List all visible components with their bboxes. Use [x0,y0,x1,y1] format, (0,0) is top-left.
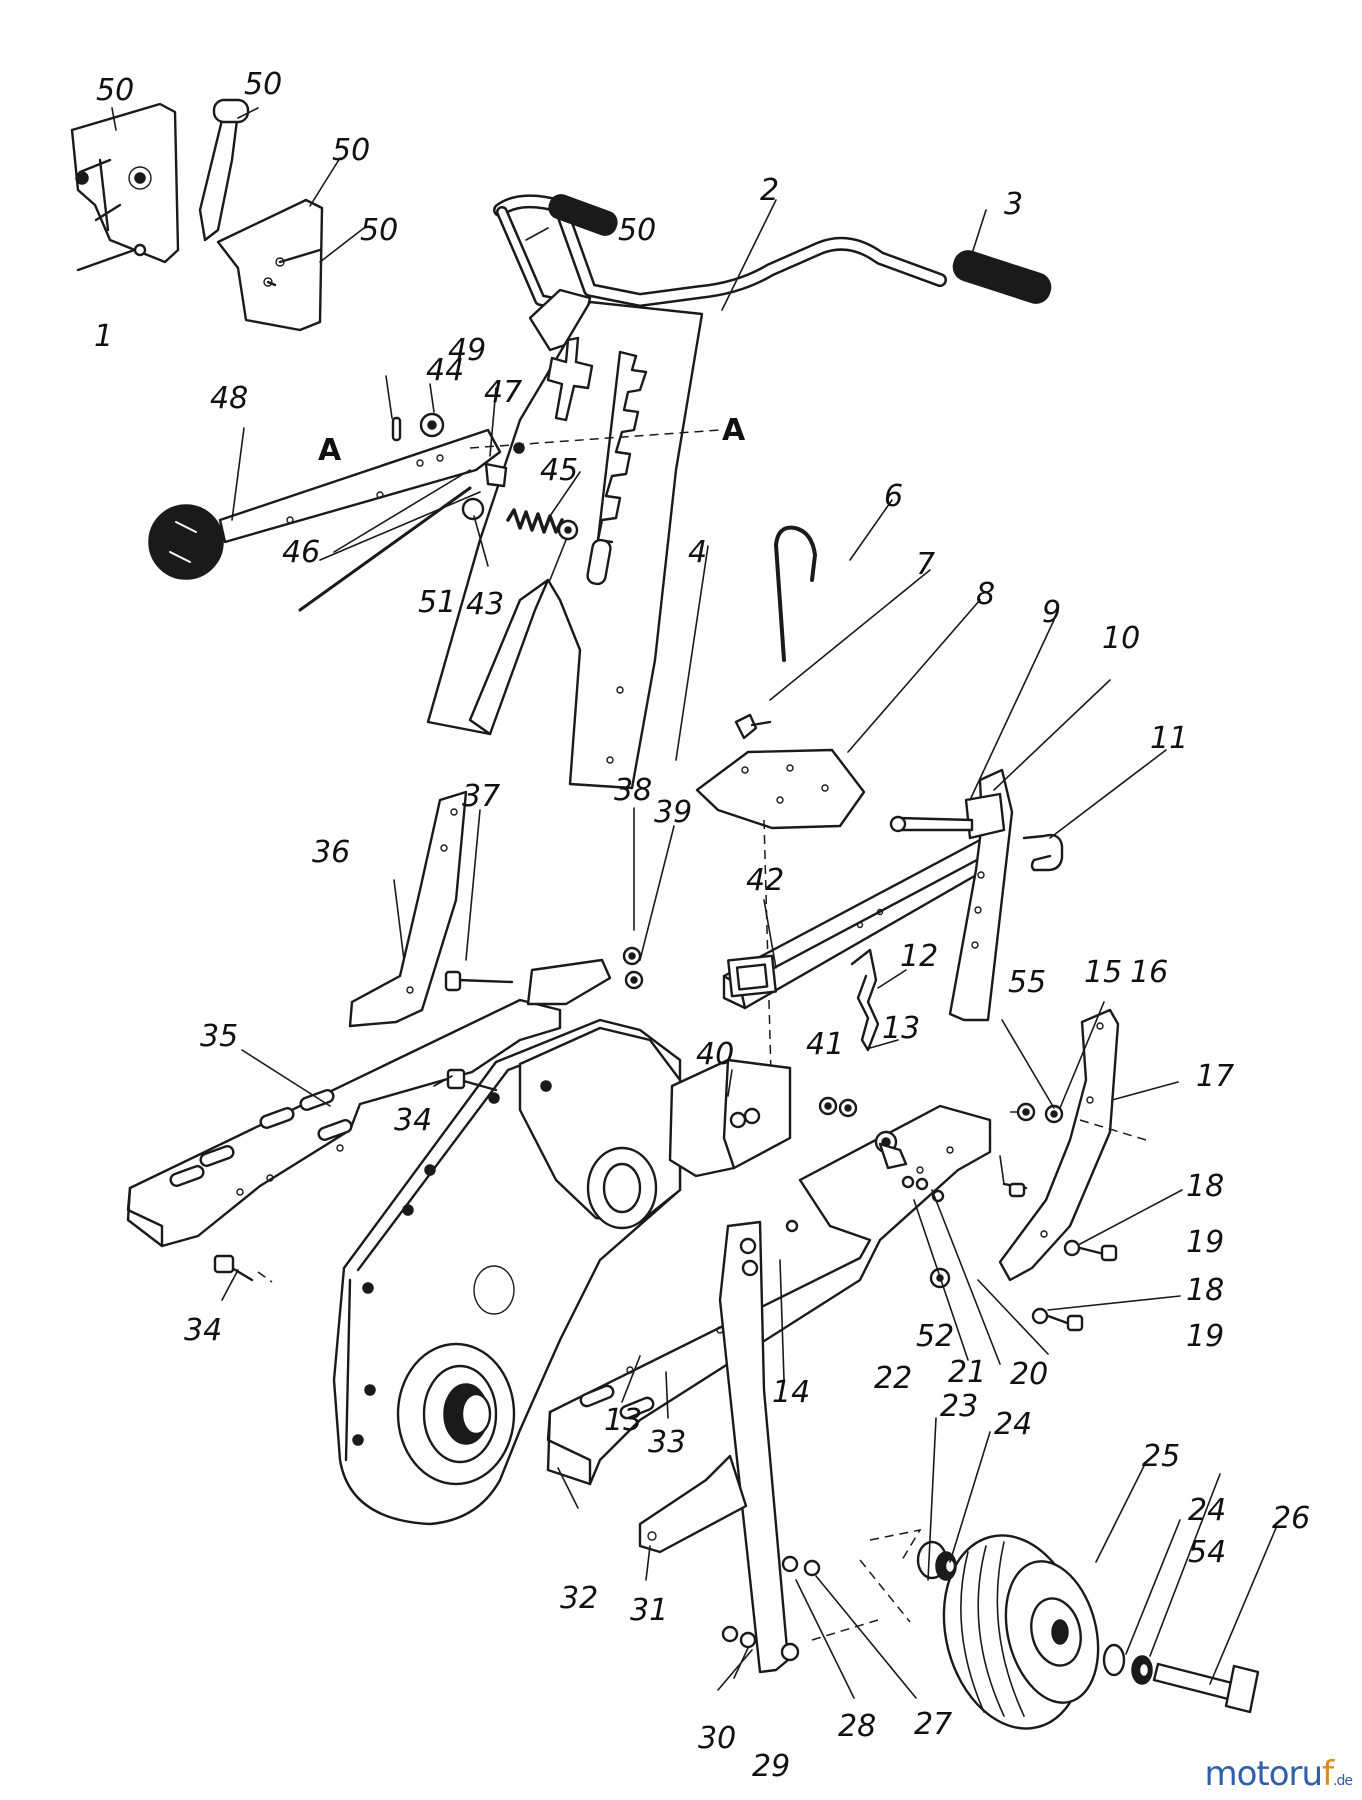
bolt-19-upper [1063,1239,1118,1262]
left-grip [548,194,618,236]
callout-50a: 50 [96,73,134,108]
callout-19a: 19 [1186,1225,1224,1260]
callout-13a: 13 [882,1011,920,1046]
callout-39: 39 [654,795,692,830]
wheel [942,1534,1100,1730]
callout-12: 12 [900,939,938,974]
callout-24b: 24 [1188,1493,1226,1528]
callout-32: 32 [560,1581,598,1616]
right-bracket [998,1008,1120,1282]
callout-17: 17 [1196,1059,1234,1094]
callout-labels: 1 2 3 4 6 7 8 9 10 11 12 13 13 14 15 16 … [94,67,1310,1784]
callout-7: 7 [916,547,935,582]
callout-1: 1 [94,319,113,354]
callout-25: 25 [1142,1439,1180,1474]
watermark-logo: motoruf.de [1204,1754,1353,1794]
leader-lines [111,107,1277,1699]
callout-50c: 50 [332,133,370,168]
callout-54: 54 [1188,1535,1226,1570]
callout-40: 40 [696,1037,734,1072]
callout-52: 52 [916,1319,954,1354]
hair-pin-clip [1022,833,1064,872]
callout-24a: 24 [994,1407,1032,1442]
callout-A-right: A [722,413,746,448]
right-side-plate [546,1104,992,1486]
callout-34b: 34 [184,1313,222,1348]
callout-13b: 13 [604,1403,642,1438]
callout-44: 44 [426,353,464,388]
callout-50d: 50 [360,213,398,248]
callout-20: 20 [1010,1357,1048,1392]
callout-9: 9 [1042,595,1061,630]
callout-41: 41 [806,1027,844,1062]
depth-stake [948,768,1014,1022]
callout-55: 55 [1008,965,1046,1000]
chain-case [332,1018,682,1526]
callout-23: 23 [940,1389,978,1424]
center-bracket [668,1058,792,1178]
callout-18a: 18 [1186,1169,1224,1204]
callout-42: 42 [746,863,784,898]
lever-knob [148,504,224,580]
bolt [734,713,772,740]
mounting-plate [695,748,866,830]
callout-18b: 18 [1186,1273,1224,1308]
callout-4: 4 [688,535,707,570]
callout-51: 51 [418,585,456,620]
callout-35: 35 [200,1019,238,1054]
axle-spacer [1102,1643,1153,1685]
callout-19b: 19 [1186,1319,1224,1354]
callout-33: 33 [648,1425,686,1460]
spacer-23 [916,1540,957,1581]
throttle-lever [198,98,250,242]
callout-37: 37 [462,779,500,814]
callout-28: 28 [838,1709,876,1744]
callout-30: 30 [698,1721,736,1756]
callout-34a: 34 [394,1103,432,1138]
callout-48: 48 [210,381,248,416]
pivot-pin [889,815,974,833]
depth-lever [148,412,721,612]
callout-47: 47 [484,375,522,410]
callout-43: 43 [466,587,504,622]
callout-6: 6 [884,479,903,514]
hair-pin [850,948,880,1052]
callout-22: 22 [874,1361,912,1396]
wheel-bracket-arm [638,1220,800,1674]
lever-cover-plate [216,198,324,332]
callout-14: 14 [772,1375,810,1410]
hitch-pin [774,525,817,662]
bolt-19-lower [1031,1307,1084,1332]
callout-27: 27 [914,1707,952,1742]
callout-10: 10 [1102,621,1140,656]
callout-3: 3 [1004,187,1023,222]
bolt-34-lower [213,1254,254,1282]
right-grip [952,250,1052,304]
callout-21: 21 [948,1355,986,1390]
bolt-37 [444,970,514,992]
callout-38: 38 [614,773,652,808]
callout-16: 16 [1130,955,1168,990]
callout-A-left: A [318,433,342,468]
callout-15: 15 [1084,955,1122,990]
callout-31: 31 [630,1593,668,1628]
left-bracket [348,790,468,1028]
callout-8: 8 [976,577,995,612]
callout-50b: 50 [244,67,282,102]
callout-49: 49 [448,333,486,368]
callout-2: 2 [760,173,779,208]
control-plate-assembly [70,102,180,272]
callout-26: 26 [1272,1501,1310,1536]
callout-46: 46 [282,535,320,570]
callout-50e: 50 [618,213,656,248]
spring [506,508,564,534]
callout-11: 11 [1150,721,1188,756]
axle-bolt [1152,1662,1260,1714]
callout-45: 45 [540,453,578,488]
handle-frame [426,300,704,790]
callout-29: 29 [752,1749,790,1784]
callout-36: 36 [312,835,350,870]
left-side-plate [126,998,562,1248]
